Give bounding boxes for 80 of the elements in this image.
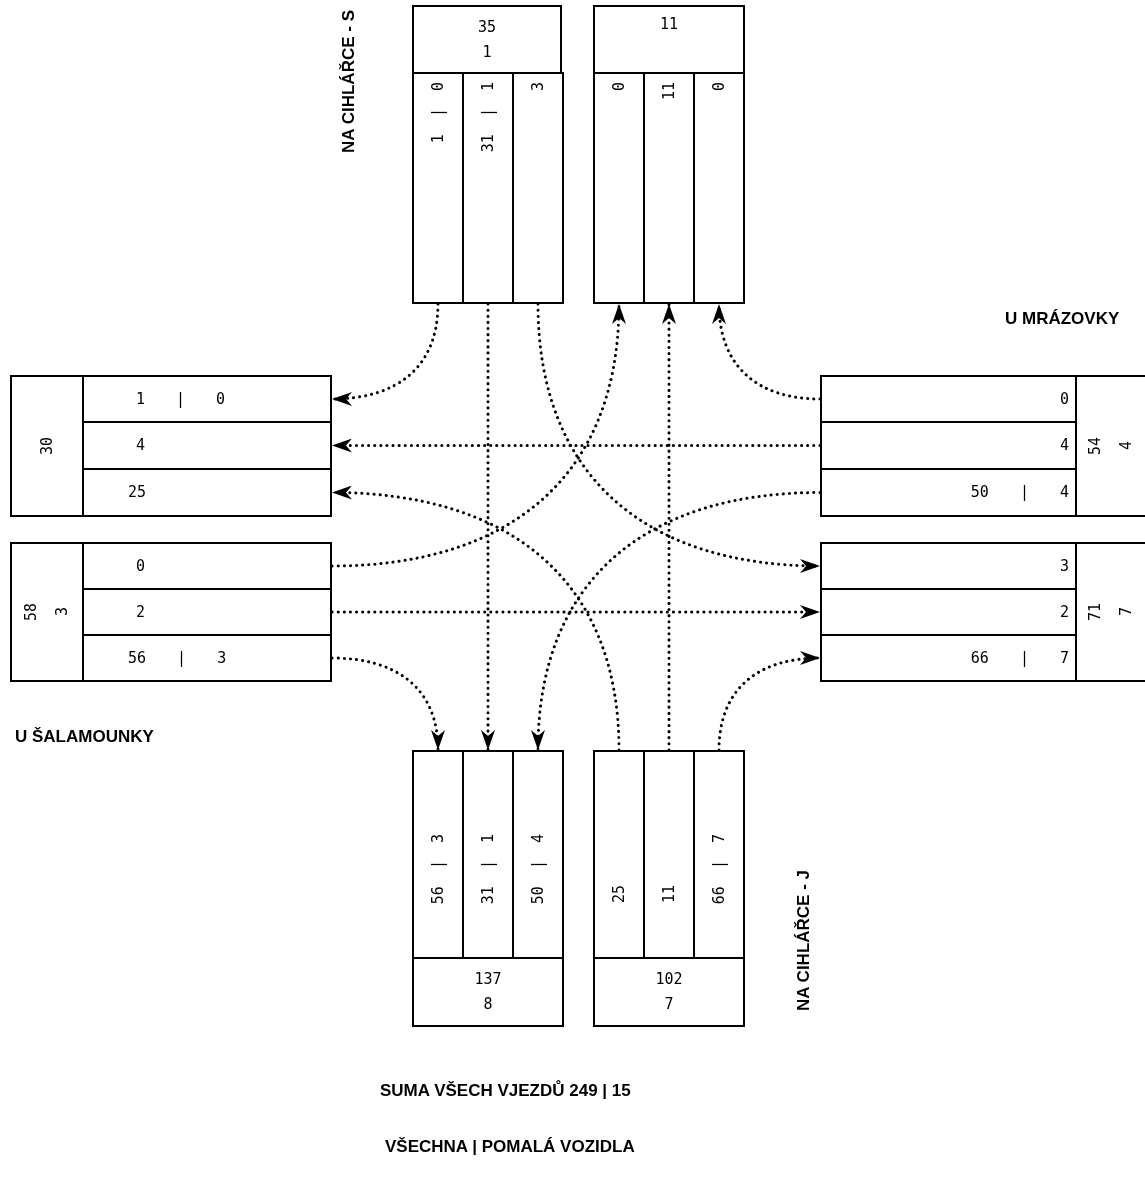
lane-cell: [693, 72, 745, 304]
total-count: 71: [1088, 602, 1103, 622]
count-text: 50 | 4: [530, 834, 546, 905]
arrow: [532, 491, 822, 752]
lane-cell: [412, 72, 464, 304]
count-text: 1 | 0: [430, 82, 446, 144]
lane-cell: [820, 468, 1077, 517]
lane-cell: [820, 375, 1077, 423]
count-text: 25: [611, 885, 627, 904]
total-count: 35: [477, 19, 497, 35]
total-cell: [593, 5, 745, 74]
total-count: 1: [482, 44, 492, 60]
arrow: [662, 302, 676, 752]
count-text: 0: [1059, 391, 1069, 407]
total-cell: [10, 542, 84, 682]
total-count: 7: [1119, 607, 1134, 617]
total-cell: [412, 957, 564, 1027]
count-text: 11: [661, 885, 677, 904]
total-text: SUMA VŠECH VJEZDŮ 249 | 15: [380, 1082, 631, 1099]
total-count: 8: [483, 997, 493, 1012]
count-text: 11: [661, 82, 677, 101]
total-count: 7: [664, 997, 674, 1012]
legend-note: VŠECHNA | POMALÁ VOZIDLA: [385, 1138, 635, 1155]
count-text: 31 | 1: [480, 834, 496, 905]
lane-cell: [412, 750, 464, 959]
count-text: 0: [611, 82, 627, 92]
total-cell: [10, 375, 84, 517]
total-count: 102: [655, 972, 683, 987]
count-text: 56 | 3: [128, 650, 227, 666]
arrow: [330, 656, 444, 752]
street-name: NA CIHLÁŘCE - J: [795, 870, 812, 1012]
count-text: 1 | 0: [136, 391, 226, 407]
arrow: [330, 302, 440, 406]
lane-cell: [693, 750, 745, 959]
count-text: 4: [1059, 438, 1069, 453]
lane-cell: [82, 634, 332, 682]
total-count: 4: [1119, 441, 1134, 451]
street-name: U ŠALAMOUNKY: [15, 728, 154, 745]
count-text: 66 | 7: [711, 834, 727, 905]
count-text: 2: [136, 604, 146, 620]
arrow: [330, 438, 822, 453]
total-count: 30: [39, 436, 55, 456]
count-text: 2: [1059, 604, 1069, 620]
lane-cell: [593, 750, 645, 959]
lane-cell: [512, 72, 564, 304]
street-name: U MRÁZOVKY: [1005, 310, 1120, 327]
lane-cell: [82, 542, 332, 590]
total-count: 3: [55, 607, 70, 617]
count-text: 25: [128, 485, 147, 500]
count-text: 0: [711, 82, 727, 92]
total-count: 58: [24, 602, 39, 622]
arrow: [330, 302, 625, 568]
arrow: [717, 651, 822, 752]
lane-cell: [82, 468, 332, 517]
total-cell: [593, 957, 745, 1027]
total-count: 137: [474, 972, 502, 987]
count-text: 4: [136, 438, 146, 453]
total-cell: [1075, 542, 1145, 682]
count-text: 50 | 4: [970, 485, 1069, 500]
count-text: 3: [530, 82, 546, 92]
count-text: 66 | 7: [970, 650, 1069, 666]
lane-cell: [82, 375, 332, 423]
count-text: 31 | 1: [480, 82, 496, 153]
lane-cell: [820, 634, 1077, 682]
lane-cell: [512, 750, 564, 959]
arrow: [536, 302, 822, 573]
arrow: [713, 302, 822, 401]
arrow: [481, 302, 495, 752]
count-text: 3: [1059, 558, 1069, 574]
count-text: 56 | 3: [430, 834, 446, 905]
street-name: NA CIHLÁŘCE - S: [340, 10, 357, 153]
lane-cell: [593, 72, 645, 304]
arrow: [330, 486, 621, 752]
total-count: 54: [1088, 436, 1103, 456]
count-text: 0: [136, 558, 146, 574]
total-cell: [412, 5, 562, 74]
total-count: 11: [659, 17, 679, 32]
total-cell: [1075, 375, 1145, 517]
arrow: [330, 605, 822, 619]
lane-cell: [820, 542, 1077, 590]
